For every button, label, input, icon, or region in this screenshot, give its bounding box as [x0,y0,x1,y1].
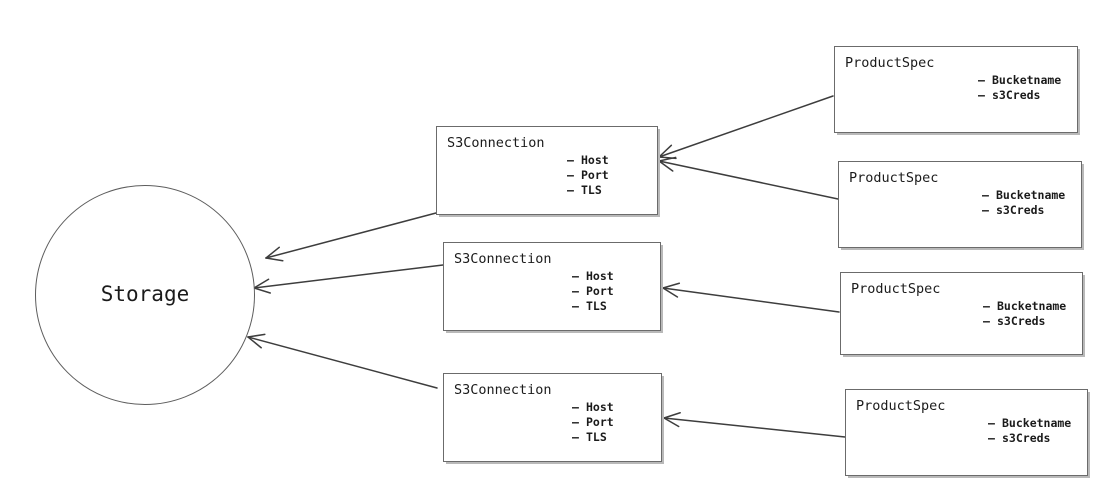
bullet-dash-icon: – [982,188,989,202]
arrow-productspec-1-to-s3connection-1 [658,95,834,160]
storage-label: Storage [100,282,190,306]
productspec-title: ProductSpec [851,281,941,297]
s3connection-attribute: –Port [567,168,609,182]
bullet-dash-icon: – [988,416,995,430]
s3connection-attribute-list: –Host–Port–TLS [567,153,609,198]
productspec-attribute: –Bucketname [988,416,1072,430]
s3connection-attribute: –Host [567,153,609,167]
bullet-dash-icon: – [982,203,989,217]
productspec-attribute-list: –Bucketname–s3Creds [988,416,1071,446]
productspec-attribute: –Bucketname [983,299,1067,313]
productspec-box[interactable] [838,161,1082,248]
s3connection-attribute: –TLS [572,299,607,313]
productspec-title: ProductSpec [845,55,935,71]
bullet-dash-icon: – [988,431,995,445]
s3connection-attribute: –TLS [572,430,607,444]
productspec-attribute-list: –Bucketname–s3Creds [982,188,1065,218]
arrow-productspec-4-to-s3connection-3 [663,411,846,438]
productspec-box[interactable] [840,272,1083,355]
bullet-dash-icon: – [572,299,579,313]
productspec-attribute: –Bucketname [982,188,1066,202]
s3connection-attribute-list: –Host–Port–TLS [572,400,614,445]
s3connection-title: S3Connection [447,135,545,151]
bullet-dash-icon: – [572,269,579,283]
bullet-dash-icon: – [983,299,990,313]
s3connection-box[interactable] [443,373,662,462]
s3connection-attribute: –TLS [567,183,602,197]
s3connection-attribute: –Port [572,284,614,298]
productspec-title: ProductSpec [849,170,939,186]
arrow-s3connection-2-to-storage [253,264,444,294]
bullet-dash-icon: – [983,314,990,328]
productspec-box[interactable] [845,389,1088,476]
productspec-attribute: –s3Creds [983,314,1046,328]
bullet-dash-icon: – [978,73,985,87]
arrow-s3connection-1-to-storage [265,212,437,262]
arrow-s3connection-3-to-storage [247,333,438,389]
s3connection-attribute: –Host [572,269,614,283]
s3connection-box[interactable] [443,242,661,331]
s3connection-title: S3Connection [454,382,552,398]
productspec-attribute: –s3Creds [982,203,1045,217]
productspec-attribute: –Bucketname [978,73,1062,87]
arrow-productspec-2-to-s3connection-1 [658,156,839,200]
productspec-box[interactable] [834,46,1078,133]
productspec-attribute-list: –Bucketname–s3Creds [983,299,1066,329]
productspec-attribute: –s3Creds [988,431,1051,445]
bullet-dash-icon: – [572,430,579,444]
productspec-attribute-list: –Bucketname–s3Creds [978,73,1061,103]
storage-circle-node[interactable] [35,185,255,405]
bullet-dash-icon: – [567,168,574,182]
s3connection-box[interactable] [436,126,658,215]
s3connection-attribute-list: –Host–Port–TLS [572,269,614,314]
productspec-attribute: –s3Creds [978,88,1041,102]
productspec-title: ProductSpec [856,398,946,414]
s3connection-attribute: –Port [572,415,614,429]
bullet-dash-icon: – [572,400,579,414]
bullet-dash-icon: – [567,153,574,167]
bullet-dash-icon: – [567,183,574,197]
bullet-dash-icon: – [572,284,579,298]
s3connection-title: S3Connection [454,251,552,267]
bullet-dash-icon: – [978,88,985,102]
s3connection-attribute: –Host [572,400,614,414]
arrow-productspec-3-to-s3connection-2 [662,282,840,313]
bullet-dash-icon: – [572,415,579,429]
